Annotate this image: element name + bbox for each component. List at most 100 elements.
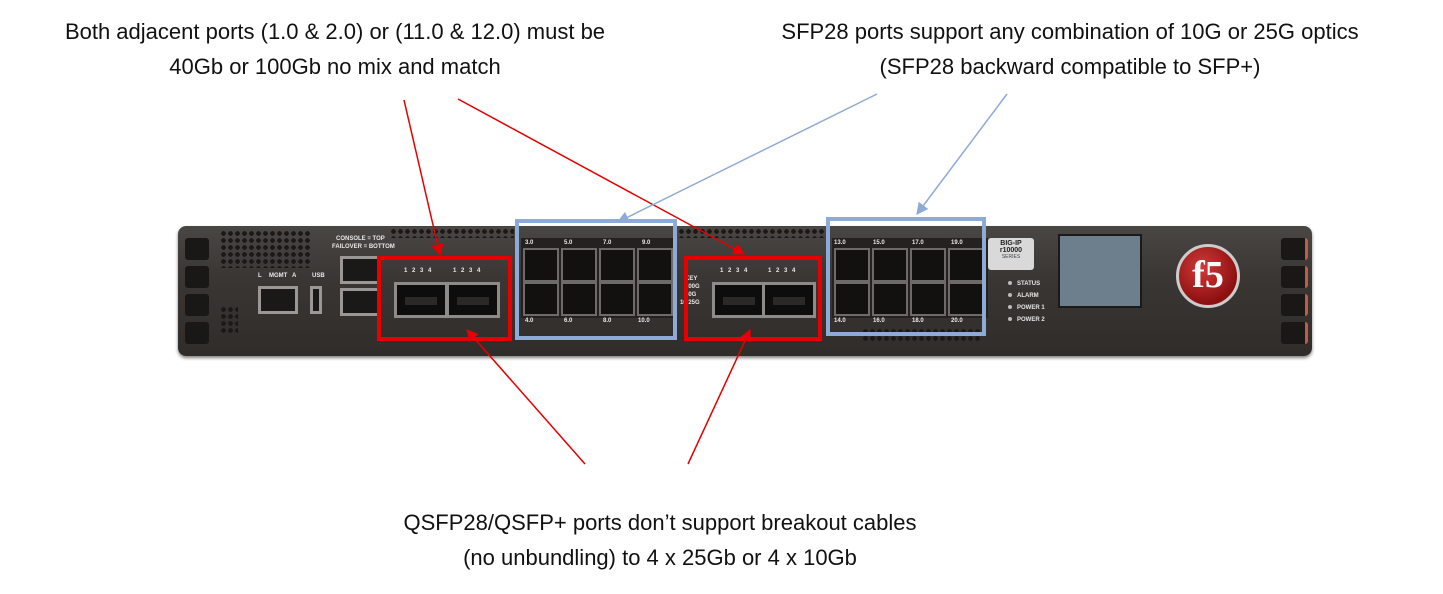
- vent-grille: [390, 228, 514, 238]
- lane-label: 4: [744, 268, 748, 274]
- port-label: 7.0: [603, 240, 612, 246]
- note-line: QSFP28/QSFP+ ports don’t support breakou…: [403, 510, 917, 535]
- highlight-qsfp-11-12: [684, 256, 822, 341]
- sfp28-port-13[interactable]: [834, 248, 870, 282]
- lane-label: 2: [776, 268, 780, 274]
- note-line: (no unbundling) to 4 x 25Gb or 4 x 10Gb: [463, 545, 857, 570]
- sfp28-port-8[interactable]: [599, 282, 635, 316]
- port-label: 18.0: [912, 318, 924, 324]
- lane-label: 1: [720, 268, 724, 274]
- status-led: STATUS: [1008, 281, 1040, 287]
- lane-label: 2: [412, 268, 416, 274]
- console-label: CONSOLE = TOP: [336, 236, 385, 242]
- arrow-to-qsfp-11: [457, 98, 746, 255]
- model-badge: BIG-IP r10000 SERIES: [988, 238, 1034, 270]
- sfp28-port-6[interactable]: [561, 282, 597, 316]
- port-label: 8.0: [603, 318, 612, 324]
- qsfp-port-12[interactable]: [762, 282, 816, 318]
- lcd-display[interactable]: [1058, 234, 1142, 308]
- key-label: KEY: [685, 276, 698, 282]
- mgmt-l-label: L: [258, 273, 262, 279]
- port-label: 6.0: [564, 318, 573, 324]
- lane-label: 3: [420, 268, 424, 274]
- sfp28-port-9[interactable]: [637, 248, 673, 282]
- sfp28-port-5[interactable]: [561, 248, 597, 282]
- port-label: 16.0: [873, 318, 885, 324]
- right-rack-ear: [1278, 232, 1308, 350]
- sfp28-port-7[interactable]: [599, 248, 635, 282]
- port-label: 19.0: [951, 240, 963, 246]
- model-line: SERIES: [1001, 254, 1021, 260]
- lane-label: 4: [477, 268, 481, 274]
- port-label: 15.0: [873, 240, 885, 246]
- left-rack-ear: [182, 232, 212, 350]
- vent-grille: [220, 306, 238, 334]
- key-value: 100G: [685, 284, 700, 290]
- power1-led: POWER 1: [1008, 305, 1045, 311]
- key-value: 10/25G: [680, 300, 700, 306]
- model-line: BIG-IP: [1000, 240, 1022, 247]
- lane-label: 4: [792, 268, 796, 274]
- lane-label: 3: [784, 268, 788, 274]
- note-breakout: QSFP28/QSFP+ ports don’t support breakou…: [280, 505, 1040, 575]
- f5-logo: f5: [1176, 244, 1240, 308]
- alarm-led: ALARM: [1008, 293, 1039, 299]
- sfp28-port-16[interactable]: [872, 282, 908, 316]
- highlight-sfp28-3-10: [515, 219, 677, 340]
- note-line: Both adjacent ports (1.0 & 2.0) or (11.0…: [64, 19, 606, 44]
- sfp28-port-10[interactable]: [637, 282, 673, 316]
- vent-grille: [678, 228, 828, 238]
- note-adjacent-ports: Both adjacent ports (1.0 & 2.0) or (11.0…: [0, 14, 670, 84]
- sfp28-cage-2: 13.0 15.0 17.0 19.0 14.0 16.0 18.0 20.0: [832, 238, 988, 324]
- port-label: 10.0: [638, 318, 650, 324]
- sfp28-port-4[interactable]: [523, 282, 559, 316]
- device-front-panel: L MGMT A USB CONSOLE = TOP FAILOVER = BO…: [178, 226, 1312, 356]
- lane-label: 2: [728, 268, 732, 274]
- sfp28-port-15[interactable]: [872, 248, 908, 282]
- note-line: SFP28 ports support any combination of 1…: [781, 19, 1359, 44]
- power2-led: POWER 2: [1008, 317, 1045, 323]
- port-label: 3.0: [525, 240, 534, 246]
- lane-label: 1: [404, 268, 408, 274]
- note-line: (SFP28 backward compatible to SFP+): [879, 54, 1261, 79]
- arrow-to-sfp28-group-1: [616, 93, 878, 223]
- lane-label: 4: [428, 268, 432, 274]
- vent-grille: [220, 230, 310, 268]
- lane-label: 3: [469, 268, 473, 274]
- arrow-to-sfp28-group-2: [916, 93, 1008, 215]
- port-label: 5.0: [564, 240, 573, 246]
- qsfp-port-11[interactable]: [712, 282, 766, 318]
- port-label: 14.0: [834, 318, 846, 324]
- port-label: 13.0: [834, 240, 846, 246]
- arrow-to-qsfp-1: [403, 99, 444, 257]
- port-label: 20.0: [951, 318, 963, 324]
- failover-label: FAILOVER = BOTTOM: [332, 244, 395, 250]
- f5-logo-text: f5: [1192, 254, 1224, 296]
- highlight-sfp28-13-20: [826, 217, 986, 336]
- qsfp-port-2[interactable]: [446, 282, 500, 318]
- mgmt-port[interactable]: [258, 286, 298, 314]
- sfp28-cage-1: 3.0 5.0 7.0 9.0 4.0 6.0 8.0 10.0: [521, 238, 677, 324]
- mgmt-label: MGMT: [269, 273, 288, 279]
- port-label: 9.0: [642, 240, 651, 246]
- key-value: 40G: [685, 292, 697, 298]
- arrow-breakout-qsfp-11: [687, 328, 751, 465]
- sfp28-port-14[interactable]: [834, 282, 870, 316]
- lane-label: 1: [453, 268, 457, 274]
- sfp28-port-3[interactable]: [523, 248, 559, 282]
- note-line: 40Gb or 100Gb no mix and match: [169, 54, 501, 79]
- usb-port[interactable]: [310, 286, 322, 314]
- port-label: 17.0: [912, 240, 924, 246]
- sfp28-port-18[interactable]: [910, 282, 946, 316]
- sfp28-port-17[interactable]: [910, 248, 946, 282]
- port-label: 4.0: [525, 318, 534, 324]
- lane-label: 1: [768, 268, 772, 274]
- mgmt-a-label: A: [292, 273, 297, 279]
- model-line: r10000: [999, 247, 1023, 254]
- arrow-breakout-qsfp-1: [466, 329, 586, 465]
- highlight-qsfp-1-2: [377, 256, 512, 341]
- lane-label: 2: [461, 268, 465, 274]
- lane-label: 3: [736, 268, 740, 274]
- usb-label: USB: [312, 273, 325, 279]
